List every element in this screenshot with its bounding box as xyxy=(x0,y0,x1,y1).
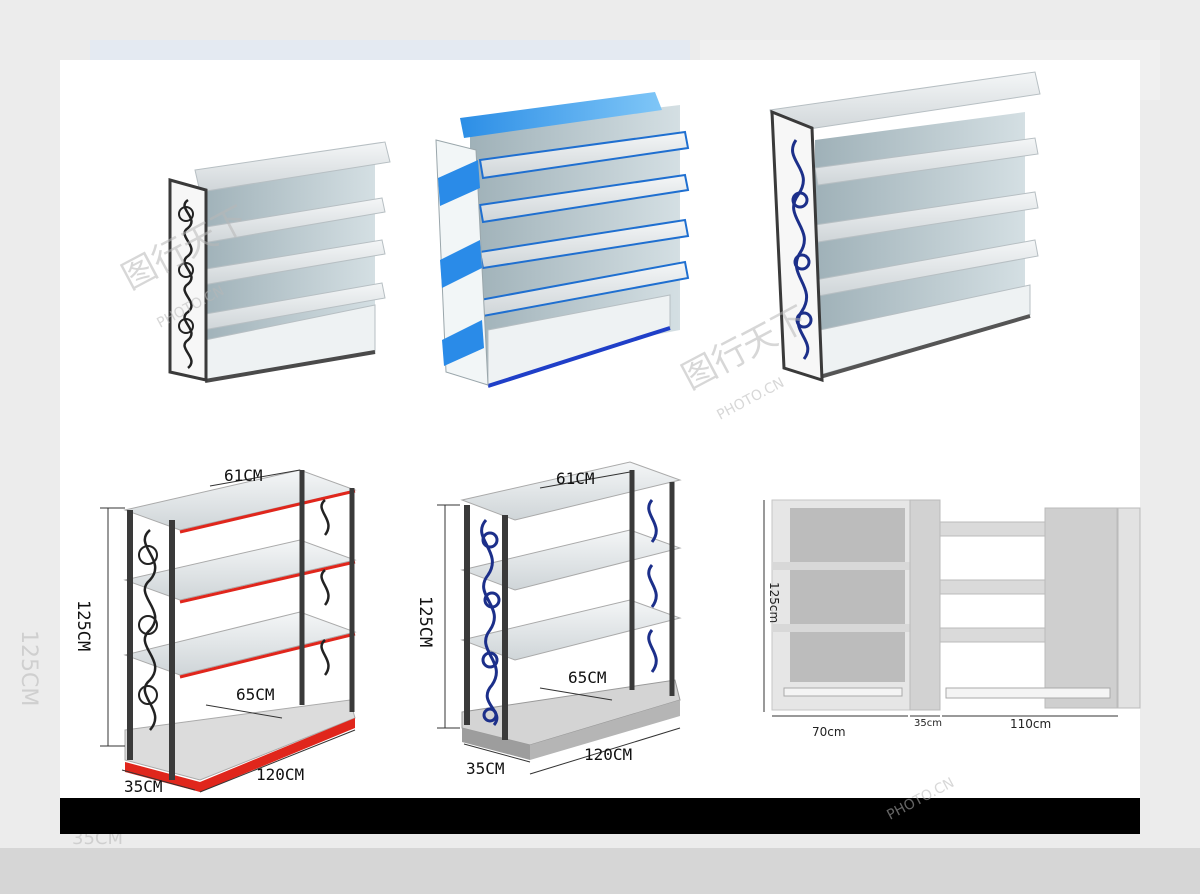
inner-depth-label: 65CM xyxy=(236,685,275,704)
shelf-board xyxy=(814,137,1039,186)
shelf-board xyxy=(460,461,682,521)
width-label: 61CM xyxy=(556,469,595,488)
ornate-side-panel xyxy=(168,178,208,382)
shelf-base xyxy=(124,699,356,781)
length-label: 120CM xyxy=(256,765,304,784)
width-label: 61CM xyxy=(224,466,263,485)
shelf-top-right xyxy=(769,71,1041,383)
scroll-ornament xyxy=(480,519,499,726)
height-label: 125CM xyxy=(73,600,93,651)
bottom-bar xyxy=(60,798,1140,834)
watermark-sub: PHOTO.CN xyxy=(884,775,957,824)
inner-depth-label: 65CM xyxy=(568,668,607,687)
shelf-board xyxy=(123,539,357,601)
shelf-board xyxy=(194,141,391,193)
width-dimension-line xyxy=(209,469,301,487)
shelf-board xyxy=(478,173,690,224)
shelf-top-left xyxy=(168,141,391,383)
watermark-sub: PHOTO.CN xyxy=(714,375,787,424)
side-panel xyxy=(909,499,941,711)
shelf-bottom-middle: 125CM 61CM 65CM 35CM 120CM xyxy=(415,461,682,778)
depth-label: 35CM xyxy=(466,759,505,778)
scroll-ornament xyxy=(183,198,193,369)
shelf-bottom-right: 125cm 70cm 35cm 110cm xyxy=(763,499,1141,739)
shelf-length-label: 110cm xyxy=(1010,717,1051,731)
shelf-board xyxy=(478,130,690,180)
shelf-board xyxy=(460,599,682,661)
blue-header-board xyxy=(460,92,662,138)
shelf-board xyxy=(460,529,682,591)
shelf-bottom-left: 125CM 61CM 65CM 35CM 120CM xyxy=(73,466,357,796)
shelf-board xyxy=(123,611,357,676)
length-label: 120CM xyxy=(584,745,632,764)
depth-label: 35CM xyxy=(124,777,163,796)
shelf-top-middle xyxy=(435,92,690,388)
unit-width-label: 70cm xyxy=(812,725,846,739)
side-depth-label: 35cm xyxy=(914,718,942,729)
width-dimension-line xyxy=(539,471,631,489)
scroll-ornament xyxy=(143,529,157,731)
height-label: 125cm xyxy=(767,582,781,623)
shelf-board xyxy=(123,469,357,531)
height-label: 125CM xyxy=(415,596,435,647)
ornate-side-panel xyxy=(770,109,824,383)
ghost-height-label: 125CM xyxy=(16,630,41,706)
